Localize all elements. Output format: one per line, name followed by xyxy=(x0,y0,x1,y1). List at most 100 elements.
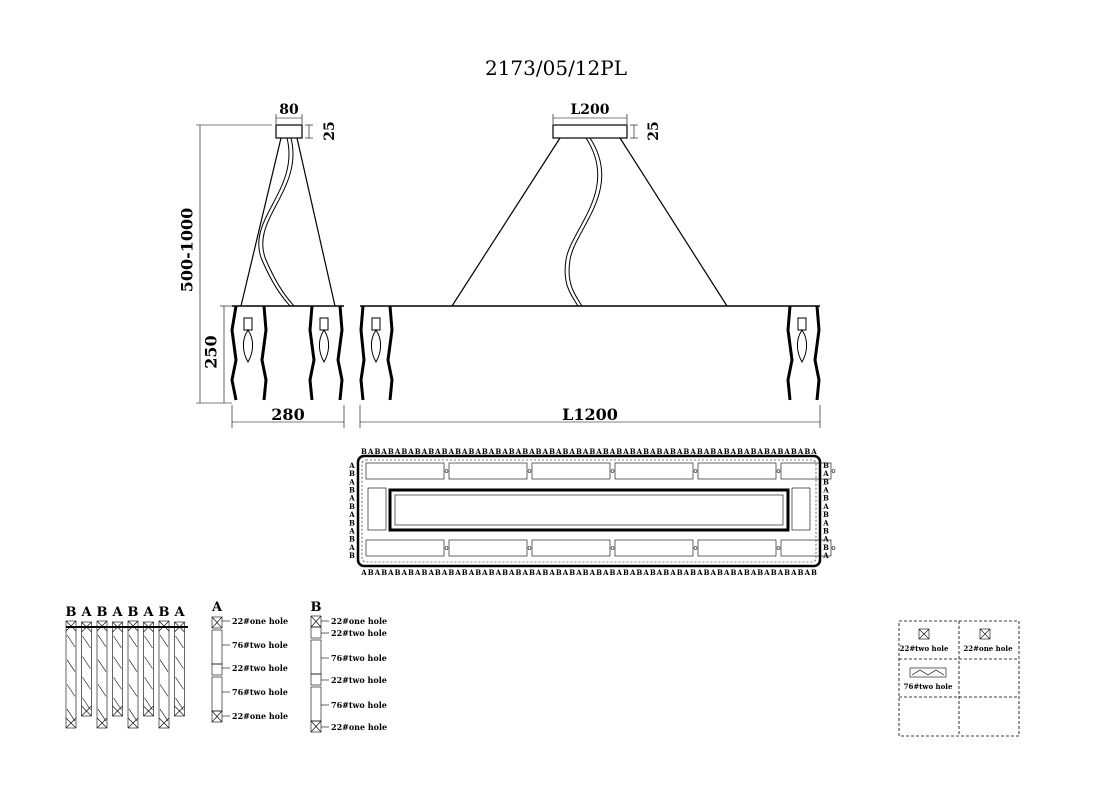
front-view: L200 25 L1200 xyxy=(359,102,821,428)
plan-bottom-label: B xyxy=(489,568,495,577)
crystal-strand xyxy=(127,620,139,729)
plan-top-label: A xyxy=(730,447,737,456)
plan-top-label: B xyxy=(764,447,770,456)
plan-top-label: B xyxy=(616,447,622,456)
plan-panel xyxy=(780,462,832,480)
plan-panel xyxy=(614,539,694,557)
plan-panel xyxy=(697,539,777,557)
strand-label: A xyxy=(142,605,154,620)
plan-bottom-label: A xyxy=(616,568,623,577)
plan-top-label: B xyxy=(804,447,810,456)
plan-bottom-label: A xyxy=(696,568,703,577)
strand-note: 22#one hole xyxy=(232,711,288,721)
plan-bottom-label: B xyxy=(650,568,656,577)
strand-note: 22#two hole xyxy=(232,663,288,673)
plan-bottom-label: A xyxy=(427,568,434,577)
plan-top-label: B xyxy=(683,447,689,456)
plan-bottom-label: A xyxy=(374,568,381,577)
plan-top-label: B xyxy=(442,447,448,456)
plan-top-label: B xyxy=(657,447,663,456)
plan-bottom-label: B xyxy=(717,568,723,577)
plan-bottom-label: A xyxy=(804,568,811,577)
bulb-socket xyxy=(371,317,381,331)
strand-note: 76#two hole xyxy=(232,687,288,697)
plan-right-label: B xyxy=(823,494,829,503)
plan-top-label: A xyxy=(407,447,414,456)
side-body-height: 250 xyxy=(202,335,221,368)
plan-bottom-label: B xyxy=(408,568,414,577)
plan-bottom-label: B xyxy=(435,568,441,577)
side-canopy xyxy=(275,124,303,139)
plan-panel xyxy=(780,539,832,557)
plan-top-label: A xyxy=(743,447,750,456)
plan-bottom-label: A xyxy=(401,568,408,577)
plan-left-label: B xyxy=(349,469,355,478)
strand-note: 76#two hole xyxy=(232,640,288,650)
plan-panel xyxy=(448,539,528,557)
plan-bottom-label: A xyxy=(495,568,502,577)
strand-label: B xyxy=(128,605,139,620)
plan-bottom-label: B xyxy=(623,568,629,577)
plan-bottom-label: A xyxy=(790,568,797,577)
plan-top-label: B xyxy=(415,447,421,456)
plan-top-label: A xyxy=(488,447,495,456)
plan-top-label: A xyxy=(555,447,562,456)
side-width: 280 xyxy=(271,405,304,424)
plan-top-label: B xyxy=(737,447,743,456)
plan-top-label: A xyxy=(810,447,817,456)
plan-left-label: A xyxy=(348,510,355,519)
front-length: L1200 xyxy=(562,405,618,424)
drawing-title: 2173/05/12PL xyxy=(485,56,627,80)
plan-top-label: A xyxy=(542,447,549,456)
crystal-strand xyxy=(96,620,108,729)
strand-note: 22#two hole xyxy=(331,675,387,685)
plan-top-label: B xyxy=(643,447,649,456)
plan-bottom-label: B xyxy=(542,568,548,577)
plan-top-label: B xyxy=(401,447,407,456)
plan-top-label: B xyxy=(697,447,703,456)
plan-right-label: A xyxy=(822,469,829,478)
plan-bottom-label: B xyxy=(636,568,642,577)
legend-item: 22#two hole xyxy=(900,644,949,653)
plan-top-label: A xyxy=(676,447,683,456)
strand-label: B xyxy=(66,605,77,620)
legend-item: 22#one hole xyxy=(963,644,1013,653)
bulb-socket xyxy=(797,317,807,331)
plan-top-label: B xyxy=(469,447,475,456)
plan-left-label: A xyxy=(348,477,355,486)
plan-top-label: B xyxy=(630,447,636,456)
plan-top-label: A xyxy=(689,447,696,456)
plan-bottom-label: A xyxy=(763,568,770,577)
plan-top-label: A xyxy=(783,447,790,456)
crystal-strand xyxy=(81,621,92,717)
crystal-76-two-hole-icon xyxy=(909,667,947,678)
plan-top-label: A xyxy=(528,447,535,456)
crystal-strand xyxy=(143,621,154,717)
plan-top-label: A xyxy=(716,447,723,456)
plan-top-label: B xyxy=(388,447,394,456)
plan-right-label: A xyxy=(822,535,829,544)
plan-right-label: B xyxy=(823,526,829,535)
plan-top-label: A xyxy=(703,447,710,456)
front-canopy-length: L200 xyxy=(570,102,609,118)
plan-top-label: B xyxy=(751,447,757,456)
plan-panel xyxy=(614,462,694,480)
plan-bottom-label: B xyxy=(421,568,427,577)
plan-top-label: A xyxy=(461,447,468,456)
strand-note: 22#one hole xyxy=(232,616,288,626)
plan-top-label: B xyxy=(777,447,783,456)
plan-top-label: A xyxy=(448,447,455,456)
plan-left-label: A xyxy=(348,543,355,552)
plan-bottom-label: A xyxy=(575,568,582,577)
plan-bottom-label: B xyxy=(771,568,777,577)
plan-top-label: B xyxy=(374,447,380,456)
plan-bottom-label: B xyxy=(677,568,683,577)
crystal-22-one-hole-icon xyxy=(979,628,991,640)
plan-top-label: B xyxy=(522,447,528,456)
plan-bottom-label: A xyxy=(387,568,394,577)
plan-top-label: B xyxy=(455,447,461,456)
plan-top-label: B xyxy=(670,447,676,456)
plan-bottom-label: A xyxy=(629,568,636,577)
